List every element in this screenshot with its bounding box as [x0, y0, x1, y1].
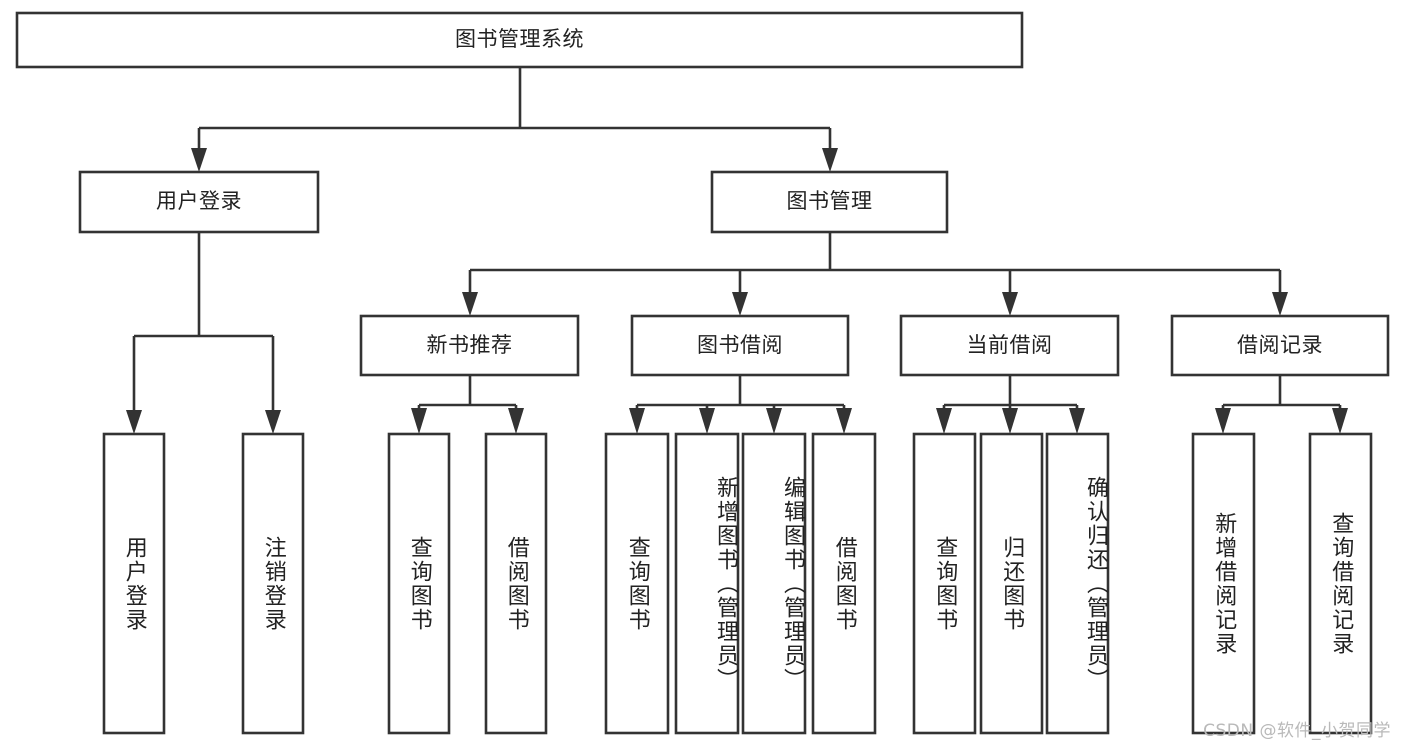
arrow-head-leaf-add-book [699, 408, 715, 434]
node-box-borrow-record[interactable] [1170, 314, 1390, 377]
node-box-user-login[interactable] [78, 170, 320, 234]
node-box-leaf-query-book-2[interactable] [604, 432, 670, 735]
arrow-head-book-management [822, 148, 838, 172]
arrow-head-leaf-user-logout [265, 410, 281, 434]
node-box-leaf-add-book[interactable] [674, 432, 740, 735]
watermark-text: CSDN @软件_小贺同学 [1203, 721, 1391, 741]
node-box-leaf-edit-book[interactable] [741, 432, 807, 735]
node-box-book-borrow[interactable] [630, 314, 850, 377]
node-box-leaf-confirm-return[interactable] [1045, 432, 1110, 735]
arrow-head-leaf-query-book-1 [411, 408, 427, 434]
arrow-head-leaf-confirm-return [1069, 408, 1085, 434]
node-box-leaf-query-book-3[interactable] [912, 432, 977, 735]
arrow-head-leaf-return-book [1002, 408, 1018, 434]
node-box-leaf-user-logout[interactable] [241, 432, 305, 735]
arrow-head-leaf-edit-book [766, 408, 782, 434]
arrow-head-leaf-query-record [1332, 408, 1348, 434]
arrow-head-leaf-query-book-2 [629, 408, 645, 434]
node-box-leaf-user-login[interactable] [102, 432, 166, 735]
node-box-root[interactable] [15, 11, 1024, 69]
arrow-head-current-borrow [1002, 292, 1018, 316]
node-box-leaf-query-book-1[interactable] [387, 432, 451, 735]
node-box-leaf-add-record[interactable] [1191, 432, 1256, 735]
arrow-head-leaf-borrow-book-1 [508, 408, 524, 434]
arrow-head-leaf-user-login [126, 410, 142, 434]
arrow-head-book-borrow [732, 292, 748, 316]
arrow-head-leaf-borrow-book-2 [836, 408, 852, 434]
arrow-head-borrow-record [1272, 292, 1288, 316]
arrow-head-user-login [191, 148, 207, 172]
node-box-book-management[interactable] [710, 170, 949, 234]
arrow-head-leaf-query-book-3 [936, 408, 952, 434]
node-box-leaf-borrow-book-2[interactable] [811, 432, 877, 735]
node-box-leaf-return-book[interactable] [979, 432, 1044, 735]
node-box-new-book-recommend[interactable] [359, 314, 580, 377]
node-box-leaf-query-record[interactable] [1308, 432, 1373, 735]
arrow-head-new-book-recommend [462, 292, 478, 316]
node-box-current-borrow[interactable] [899, 314, 1120, 377]
node-box-leaf-borrow-book-1[interactable] [484, 432, 548, 735]
arrow-head-leaf-add-record [1215, 408, 1231, 434]
